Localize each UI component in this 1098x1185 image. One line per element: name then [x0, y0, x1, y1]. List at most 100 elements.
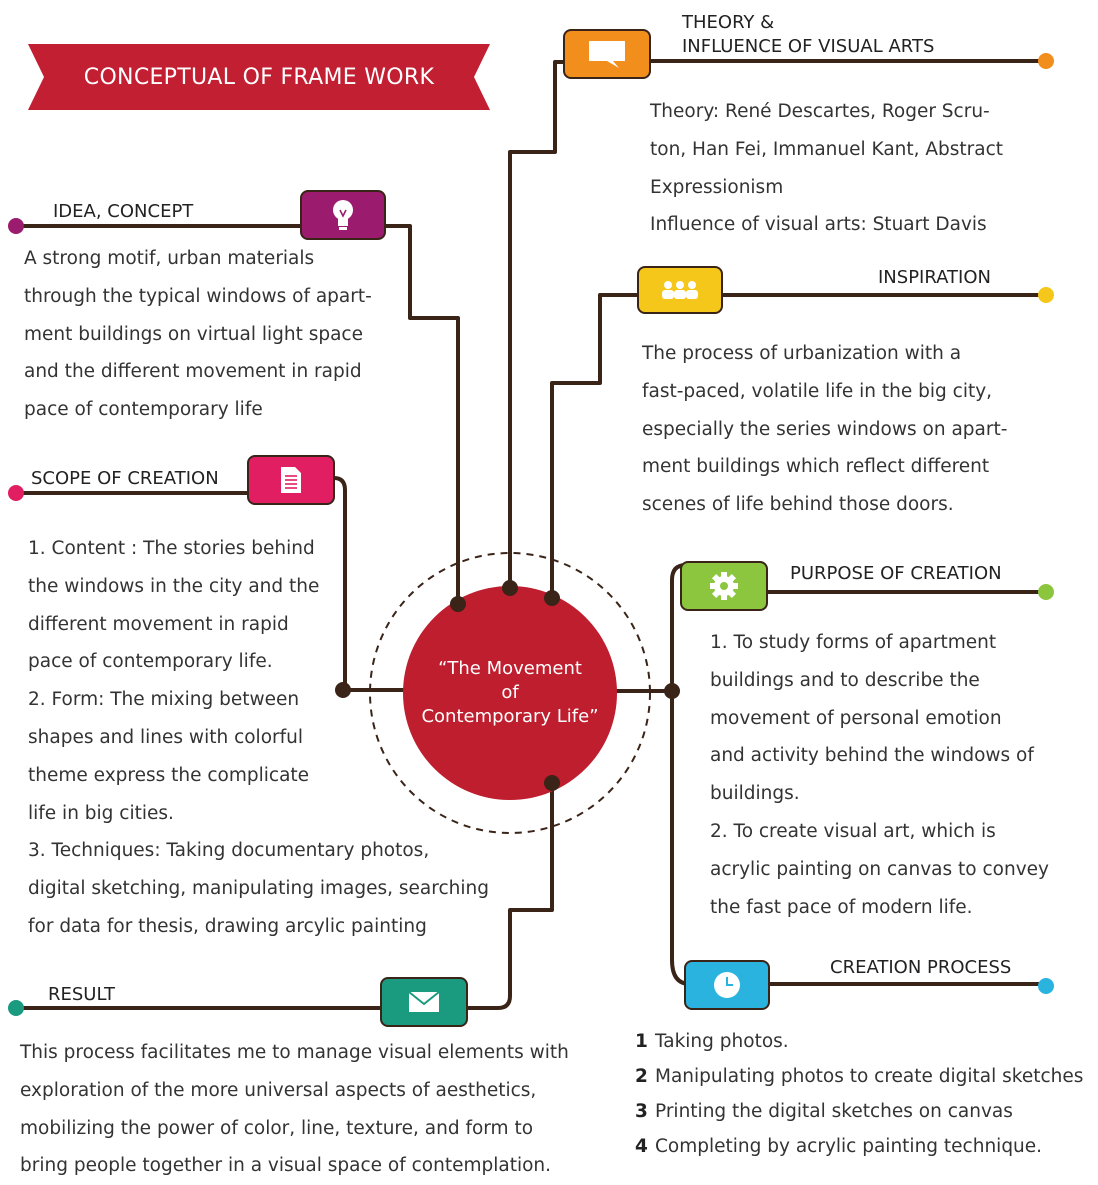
- banner-ribbon: [28, 44, 490, 110]
- theory-line: Influence of visual arts: Stuart Davis: [650, 214, 987, 236]
- dot-purpose: [664, 683, 680, 699]
- inspiration-line: fast-paced, volatile life in the big cit…: [642, 380, 993, 402]
- dot-result: [544, 775, 560, 791]
- step-text: Completing by acrylic painting technique…: [655, 1136, 1043, 1157]
- purpose-line: 1. To study forms of apartment: [710, 632, 997, 653]
- end-dot-idea: [8, 218, 24, 234]
- scope-line: pace of contemporary life.: [28, 651, 273, 673]
- inspiration-line: ment buildings which reflect different: [642, 456, 990, 478]
- dot-idea: [450, 596, 466, 612]
- end-dot-purpose: [1038, 584, 1054, 600]
- purpose-line: the fast pace of modern life.: [710, 896, 973, 918]
- idea-line: and the different movement in rapid: [24, 361, 362, 383]
- scope-title: SCOPE OF CREATION: [31, 468, 219, 489]
- dot-scope: [335, 682, 351, 698]
- idea-icon-box: [300, 190, 386, 240]
- idea-line: through the typical windows of apart-: [24, 285, 372, 307]
- banner-title: CONCEPTUAL OF FRAME WORK: [83, 64, 435, 90]
- step-text: Printing the digital sketches on canvas: [655, 1101, 1013, 1122]
- idea-line: ment buildings on virtual light space: [24, 323, 363, 345]
- dot-theory: [502, 580, 518, 596]
- inspiration-title: INSPIRATION: [878, 267, 991, 288]
- process-step: 2 Manipulating photos to create digital s…: [635, 1059, 1083, 1094]
- inspiration-line: scenes of life behind those doors.: [642, 494, 954, 516]
- scope-line: life in big cities.: [28, 802, 174, 824]
- result-line: exploration of the more universal aspect…: [20, 1079, 537, 1101]
- result-title: RESULT: [48, 984, 116, 1005]
- inspiration-line: especially the series windows on apart-: [642, 418, 1008, 440]
- scope-line: theme express the complicate: [28, 764, 310, 786]
- clock-icon: [714, 972, 740, 998]
- theory-title: THEORY & INFLUENCE OF VISUAL ARTS: [682, 11, 934, 59]
- idea-line: A strong motif, urban materials: [24, 248, 315, 269]
- center-line-2: of: [501, 682, 519, 703]
- step-number: 3: [635, 1101, 648, 1122]
- end-dot-theory: [1038, 53, 1054, 69]
- result-line: bring people together in a visual space …: [20, 1155, 552, 1177]
- scope-line: shapes and lines with colorful: [28, 726, 303, 748]
- end-dot-scope: [8, 485, 24, 501]
- inspiration-line: The process of urbanization with a: [642, 343, 962, 364]
- process-icon-box: [684, 960, 770, 1010]
- document-icon: [281, 467, 301, 493]
- people-icon: [662, 281, 698, 299]
- center-line-1: “The Movement: [438, 658, 582, 679]
- step-text: Manipulating photos to create digital sk…: [655, 1066, 1084, 1087]
- scope-line: 1. Content : The stories behind: [28, 538, 315, 559]
- end-dot-inspiration: [1038, 287, 1054, 303]
- end-dot-result: [8, 1000, 24, 1016]
- purpose-line: acrylic painting on canvas to convey: [710, 858, 1049, 880]
- process-step: 3 Printing the digital sketches on canvas: [635, 1094, 1083, 1129]
- process-steps: 1 Taking photos. 2 Manipulating photos to …: [635, 1024, 1083, 1164]
- idea-title: IDEA, CONCEPT: [53, 201, 194, 222]
- dot-inspiration: [544, 590, 560, 606]
- purpose-line: movement of personal emotion: [710, 707, 1002, 729]
- purpose-line: buildings and to describe the: [710, 669, 980, 691]
- scope-line: 3. Techniques: Taking documentary photos…: [28, 840, 430, 862]
- purpose-title: PURPOSE OF CREATION: [790, 563, 1002, 584]
- speech-bubble-icon: [589, 41, 625, 68]
- purpose-text: 1. To study forms of apartment buildings…: [710, 624, 1049, 926]
- theory-line: Theory: René Descartes, Roger Scru-: [650, 101, 990, 122]
- result-text: This process facilitates me to manage vi…: [20, 1034, 569, 1185]
- step-text: Taking photos.: [655, 1031, 789, 1052]
- result-line: mobilizing the power of color, line, tex…: [20, 1117, 534, 1139]
- process-step: 1 Taking photos.: [635, 1024, 1083, 1059]
- idea-text: A strong motif, urban materials through …: [24, 240, 372, 429]
- theory-text: Theory: René Descartes, Roger Scru- ton,…: [650, 93, 1003, 244]
- scope-line: for data for thesis, drawing arcylic pai…: [28, 915, 427, 937]
- process-step: 4 Completing by acrylic painting techniqu…: [635, 1129, 1083, 1164]
- center-topic: “The Movement of Contemporary Life”: [403, 586, 617, 800]
- purpose-line: buildings.: [710, 783, 800, 805]
- end-dot-process: [1038, 978, 1054, 994]
- theory-title-line-1: THEORY &: [682, 12, 775, 33]
- result-icon-box: [380, 977, 468, 1027]
- idea-line: pace of contemporary life: [24, 399, 263, 421]
- scope-text: 1. Content : The stories behind the wind…: [28, 530, 489, 946]
- process-title: CREATION PROCESS: [830, 957, 1012, 978]
- purpose-icon-box: [680, 561, 768, 611]
- theory-line: ton, Han Fei, Immanuel Kant, Abstract: [650, 138, 1004, 160]
- theory-title-line-2: INFLUENCE OF VISUAL ARTS: [682, 36, 935, 57]
- scope-line: the windows in the city and the: [28, 575, 320, 597]
- step-number: 4: [635, 1136, 648, 1157]
- envelope-icon: [408, 991, 440, 1012]
- gear-icon: [710, 572, 738, 600]
- scope-line: digital sketching, manipulating images, …: [28, 878, 489, 900]
- step-number: 1: [635, 1031, 648, 1052]
- scope-line: 2. Form: The mixing between: [28, 689, 300, 711]
- theory-icon-box: [563, 29, 651, 79]
- scope-icon-box: [247, 455, 335, 505]
- step-number: 2: [635, 1066, 648, 1087]
- lightbulb-icon: [333, 200, 353, 230]
- inspiration-text: The process of urbanization with a fast-…: [642, 335, 1007, 524]
- scope-line: different movement in rapid: [28, 613, 289, 635]
- result-line: This process facilitates me to manage vi…: [20, 1042, 569, 1063]
- theory-line: Expressionism: [650, 176, 784, 198]
- purpose-line: 2. To create visual art, which is: [710, 820, 996, 842]
- center-line-3: Contemporary Life”: [421, 706, 599, 727]
- inspiration-icon-box: [637, 266, 723, 314]
- purpose-line: and activity behind the windows of: [710, 745, 1034, 767]
